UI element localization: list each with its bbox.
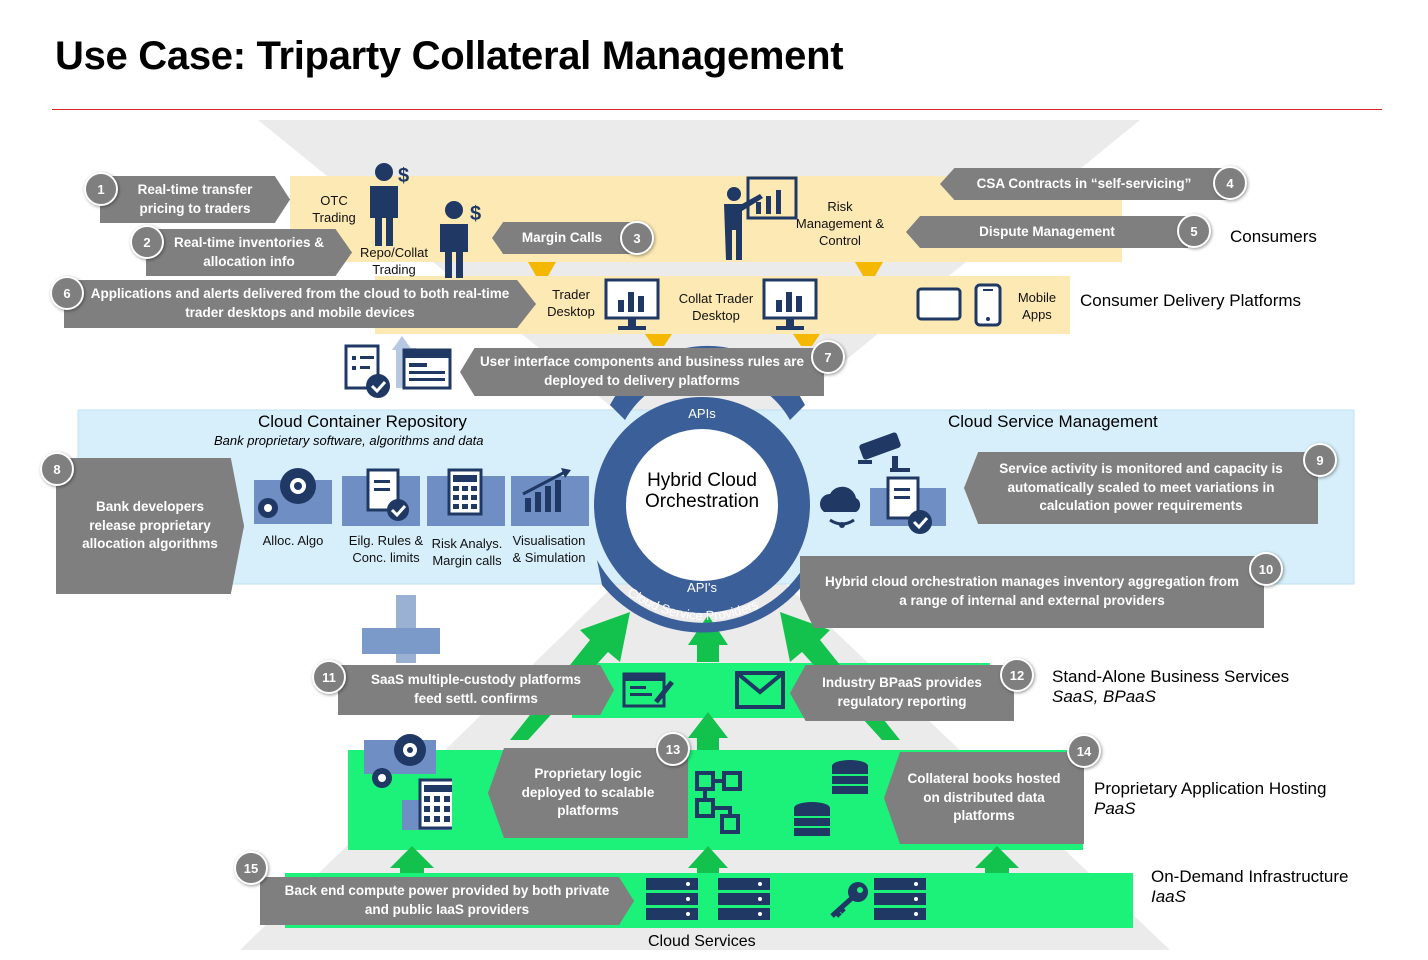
calculator-box-icon	[427, 468, 505, 526]
tier-consumers: Consumers	[1230, 227, 1317, 246]
badge-13: 13	[656, 732, 690, 766]
browser-window-icon	[402, 348, 452, 390]
workflow-diagram-icon	[695, 771, 742, 834]
connector-repo-box	[362, 628, 440, 654]
callout-10: Hybrid cloud orchestration manages inven…	[800, 556, 1264, 628]
email-envelope-icon	[735, 671, 785, 709]
svg-text:$: $	[470, 203, 481, 225]
yellow-connector-left-2	[645, 334, 672, 346]
callout-5: Dispute Management	[906, 216, 1188, 248]
hub-api-label: API's	[687, 580, 717, 595]
badge-6: 6	[50, 276, 84, 310]
badge-2: 2	[130, 225, 164, 259]
hub-core	[626, 429, 778, 581]
badge-7: 7	[811, 340, 845, 374]
trader-desktop-label: Trader Desktop	[547, 287, 595, 320]
service-management-title: Cloud Service Management	[948, 412, 1158, 431]
badge-9: 9	[1303, 443, 1337, 477]
badge-1: 1	[84, 172, 118, 206]
badge-10: 10	[1249, 552, 1283, 586]
smartphone-icon	[974, 283, 1002, 327]
risk-label: Risk Management & Control	[795, 199, 885, 249]
badge-4: 4	[1213, 166, 1247, 200]
server-rack-icon-3	[874, 878, 926, 920]
hub-center-label: Hybrid Cloud Orchestration	[644, 470, 760, 513]
collat-trader-person-icon: $	[440, 201, 481, 278]
svg-text:$: $	[398, 165, 409, 187]
rules-checklist-box-icon	[342, 468, 420, 526]
badge-12: 12	[1000, 658, 1034, 692]
database-servers-icon	[794, 760, 868, 836]
api-arc-bottom	[597, 560, 808, 633]
hub-apis-label: APIs	[688, 406, 716, 421]
collat-desktop-label: Collat Trader Desktop	[678, 291, 754, 324]
collat-desktop-monitor-icon	[762, 278, 818, 330]
repository-title: Cloud Container Repository	[258, 412, 467, 431]
trader-person-icon: $	[370, 163, 409, 246]
elig-rules-label: Eilg. Rules & Conc. limits	[348, 533, 424, 566]
badge-8: 8	[40, 452, 74, 486]
otc-trading-label: OTC Trading	[312, 193, 356, 226]
growth-chart-box-icon	[511, 468, 589, 526]
title-divider	[52, 109, 1382, 110]
connector-up-arrow	[392, 336, 412, 350]
server-rack-icon	[646, 878, 698, 920]
tier-delivery: Consumer Delivery Platforms	[1080, 291, 1302, 310]
form-edit-icon	[622, 672, 674, 708]
badge-14: 14	[1067, 734, 1101, 768]
badge-3: 3	[620, 221, 654, 255]
callout-2: Real-time inventories &allocation info	[146, 229, 352, 276]
service-checklist-box-icon	[870, 476, 946, 534]
checklist-approved-icon	[344, 344, 390, 398]
yellow-connector-right	[855, 262, 883, 276]
badge-11: 11	[312, 660, 346, 694]
cloud-services-label: Cloud Services	[648, 933, 756, 950]
platform-stack-icon	[364, 734, 452, 830]
algorithm-gear-box-icon	[254, 468, 332, 524]
repository-subtitle: Bank proprietary software, algorithms an…	[214, 433, 484, 448]
badge-15: 15	[234, 851, 268, 885]
callout-7: User interface components and business r…	[460, 348, 824, 396]
visualisation-label: Visualisation & Simulation	[512, 533, 586, 566]
mobile-apps-label: Mobile Apps	[1017, 290, 1057, 323]
callout-4: CSA Contracts in “self-servicing”	[940, 168, 1228, 200]
alloc-algo-label: Alloc. Algo	[262, 533, 324, 548]
security-camera-icon	[858, 432, 910, 472]
repo-trading-label: Repo/Collat Trading	[360, 245, 428, 278]
badge-5: 5	[1177, 214, 1211, 248]
page-title: Use Case: Triparty Collateral Management	[55, 34, 844, 78]
cloud-wireless-icon	[820, 486, 861, 528]
yellow-connector-left	[528, 262, 556, 276]
server-rack-icon-2	[718, 878, 770, 920]
risk-analysis-label: Risk Analys. Margin calls	[431, 536, 503, 569]
callout-15: Back end compute power provided by both …	[260, 877, 634, 925]
callout-3: Margin Calls	[492, 222, 632, 254]
key-icon	[830, 882, 868, 918]
presenter-chart-icon	[724, 176, 798, 260]
yellow-connector-right-2	[793, 334, 820, 346]
tablet-icon	[916, 287, 962, 321]
callout-9: Service activity is monitored and capaci…	[964, 452, 1318, 524]
callout-6: Applications and alerts delivered from t…	[64, 280, 536, 328]
trader-desktop-monitor-icon	[604, 278, 660, 330]
